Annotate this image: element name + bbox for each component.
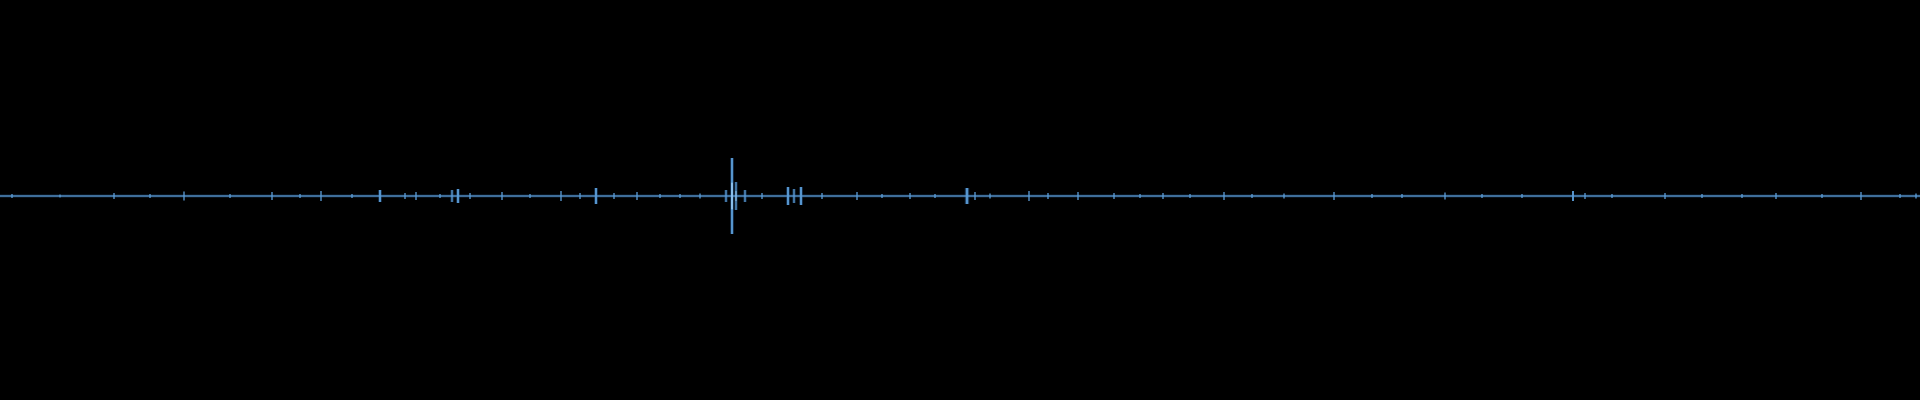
audio-waveform[interactable] [0, 0, 1920, 400]
waveform-display[interactable] [0, 0, 1920, 400]
